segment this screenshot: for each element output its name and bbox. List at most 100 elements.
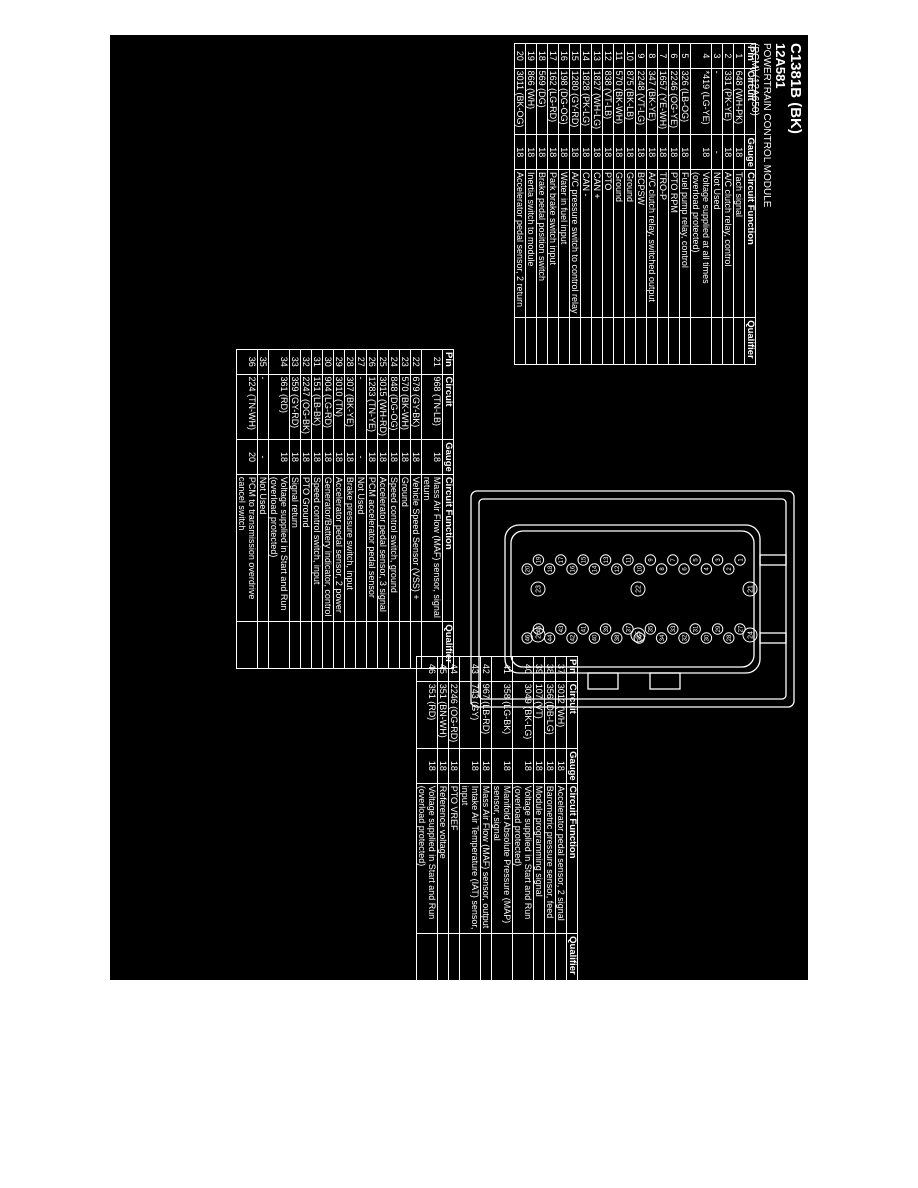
pin-label-35: 35 (649, 625, 655, 632)
module-name: POWERTRAIN CONTROL MODULE (760, 43, 772, 208)
qualifier-cell (536, 317, 548, 365)
pin-hole-46 (521, 632, 533, 644)
circuit-cell: 3015 (WH-RD) (377, 374, 389, 440)
pin-hole-18 (543, 563, 556, 575)
qualifier-cell (355, 621, 367, 669)
function-cell: Voltage supplied in Start and Run (overl… (268, 474, 290, 622)
gauge-cell: 18 (512, 748, 534, 784)
function-cell: Fuel pump relay, control (679, 169, 691, 318)
pin-label-43: 43 (559, 625, 565, 632)
function-cell: Voltage supplied at all times (overload … (690, 169, 712, 318)
pin-cell: 46 (416, 656, 438, 682)
gauge-cell: 18 (289, 439, 301, 475)
gauge-cell: 18 (657, 134, 669, 170)
gauge-cell: 18 (544, 748, 556, 784)
pin-hole-19 (532, 554, 545, 566)
circuit-cell: 570 (BK-WH) (399, 374, 411, 440)
pin-label-42: 42 (570, 634, 576, 641)
gauge-cell: 18 (480, 748, 492, 784)
function-cell: Inertia switch to module (525, 169, 537, 318)
circuit-cell: 351 (RD) (416, 681, 438, 749)
circuit-cell: 679 (GY-BK) (410, 374, 422, 440)
connector-pin-holes: 1234567891011121314151617181920272829303… (521, 554, 758, 644)
qualifier-cell (399, 621, 411, 669)
pin-cell: 10 (624, 43, 636, 69)
gauge-cell: 18 (525, 134, 537, 170)
pin-label-18: 18 (548, 565, 554, 572)
pin-cell: 22 (410, 349, 422, 374)
pin-hole-22 (630, 581, 646, 597)
pin-cell: 34 (268, 349, 290, 374)
qualifier-cell (491, 933, 513, 980)
pin-hole-5 (689, 554, 701, 566)
function-cell: Intake Air Temperature (IAT) sensor, inp… (459, 783, 481, 934)
pin-cell: 36 (236, 349, 258, 374)
qualifier-cell (668, 317, 680, 365)
function-cell: Speed control switch, ground (388, 474, 400, 622)
pin-hole-21 (742, 581, 758, 597)
circuit-cell: 198 (DG-OG) (558, 68, 570, 135)
circuit-cell: 866 (WH) (525, 68, 537, 135)
function-cell: PCM accelerator pedal sensor (366, 474, 378, 622)
function-cell: Module programming signal (533, 783, 545, 934)
pin-cell: 16 (558, 43, 570, 69)
pin-label-1: 1 (738, 558, 744, 562)
pin-cell: 4 (690, 43, 712, 69)
qualifier-cell (448, 933, 460, 980)
gauge-cell: 18 (613, 134, 625, 170)
pin-label-23: 23 (535, 585, 542, 593)
connector-face-diagram: 1234567891011121314151617181920272829303… (470, 490, 795, 708)
gauge-cell: 18 (514, 134, 526, 170)
gauge-cell: 18 (437, 748, 449, 784)
column-header-qualifier: Qualifier (744, 317, 756, 365)
function-cell: Accelerator pedal sensor, 2 power (333, 474, 345, 622)
function-cell: PTO RPM (668, 169, 680, 318)
function-cell: A/C clutch relay, control (722, 169, 734, 318)
pin-label-44: 44 (548, 634, 554, 641)
pin-hole-11 (622, 554, 634, 566)
table-row: 3--Not Used (711, 43, 723, 365)
function-cell: TRO-P (657, 169, 669, 318)
function-cell: PCM to transmission overdrive cancel swi… (236, 474, 258, 622)
function-cell: Barometric pressure sensor, feed (544, 783, 556, 934)
pin-hole-9 (644, 554, 657, 566)
rotated-pinout-sheet: C1381B (BK) 12A581 POWERTRAIN CONTROL MO… (110, 35, 808, 980)
pin-label-22: 22 (635, 585, 642, 593)
pin-label-10: 10 (638, 565, 644, 572)
qualifier-cell (366, 621, 378, 669)
circuit-cell: 848 (DG-OG) (388, 374, 400, 440)
function-cell: PTO Ground (300, 474, 312, 622)
qualifier-cell (679, 317, 691, 365)
circuit-cell: 968 (TN-LB) (421, 374, 443, 440)
pin-label-21: 21 (747, 585, 754, 593)
pin-hole-29 (711, 623, 724, 635)
qualifier-cell (236, 621, 258, 669)
pin-cell: 14 (580, 43, 592, 69)
pin-label-12: 12 (615, 565, 621, 572)
gauge-cell: 18 (366, 439, 378, 475)
pin-cell: 15 (569, 43, 581, 69)
pin-hole-16 (566, 563, 578, 575)
column-header-gauge: Gauge (744, 134, 756, 170)
circuit-cell: 347 (BK-YE) (646, 68, 658, 135)
gauge-cell: 18 (416, 748, 438, 784)
pin-label-3: 3 (716, 558, 722, 562)
circuit-cell: 2247 (OG-BK) (300, 374, 312, 440)
circuit-cell: 648 (WH-PK) (733, 68, 745, 135)
gauge-cell: 18 (410, 439, 422, 475)
circuit-cell: 1657 (YE-WH) (657, 68, 669, 135)
table-row: 27--Not Used (355, 349, 367, 669)
circuit-cell: 904 (LG-RD) (322, 374, 334, 440)
circuit-cell: - (355, 374, 367, 440)
